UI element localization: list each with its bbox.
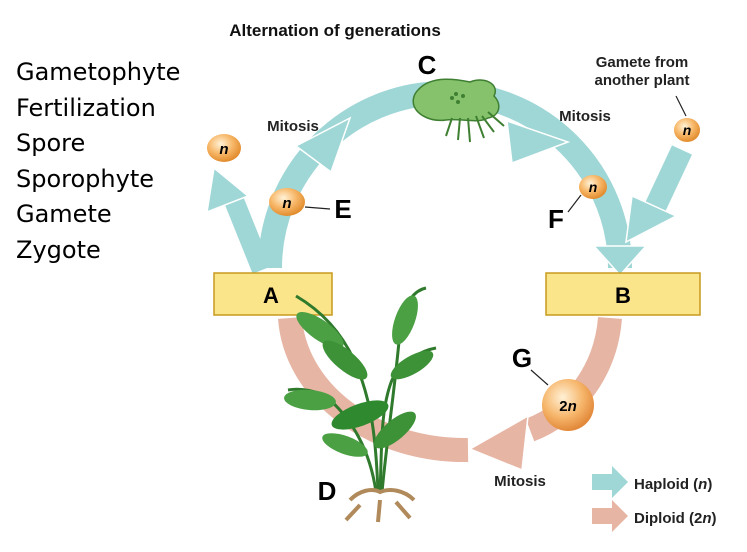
incoming-gamete-cell-label: n bbox=[683, 122, 692, 138]
legend-haploid-label: Haploid (n) bbox=[634, 476, 712, 493]
spore-cell: n bbox=[207, 134, 241, 162]
box-b-label: B bbox=[615, 283, 631, 308]
word-gamete: Gamete bbox=[16, 200, 112, 228]
leader-g bbox=[530, 369, 549, 386]
mitosis-label-right: Mitosis bbox=[559, 108, 611, 125]
gamete-from-line2: another plant bbox=[594, 72, 689, 89]
label-c: C bbox=[418, 50, 437, 80]
spore-branch-arrowhead bbox=[206, 166, 250, 214]
gamete-from-line1: Gamete from bbox=[596, 54, 689, 71]
label-f: F bbox=[548, 204, 564, 234]
legend-diploid-arrow bbox=[592, 500, 628, 532]
diagram-title: Alternation of generations bbox=[229, 21, 441, 40]
haploid-arc-arrow-right bbox=[506, 119, 571, 165]
spore-branch-arrow bbox=[223, 194, 272, 274]
mitosis-label-bottom: Mitosis bbox=[494, 473, 546, 490]
cell-f-label: n bbox=[589, 179, 598, 195]
label-g: G bbox=[512, 343, 532, 373]
leader-e bbox=[304, 206, 331, 210]
word-bank: Gametophyte Fertilization Spore Sporophy… bbox=[16, 55, 180, 268]
leader-f bbox=[567, 194, 582, 213]
diploid-arc-arrowhead bbox=[468, 414, 529, 472]
incoming-gamete-arrow bbox=[642, 145, 692, 219]
legend: Haploid (n) Diploid (2n) bbox=[592, 466, 717, 532]
legend-haploid-arrow bbox=[592, 466, 628, 498]
box-b: B bbox=[545, 272, 701, 316]
cell-f: n bbox=[579, 175, 607, 199]
label-e: E bbox=[334, 194, 351, 224]
gametophyte-illustration bbox=[412, 78, 505, 143]
leader-gamete bbox=[675, 95, 687, 117]
zygote-cell: 2n bbox=[542, 379, 594, 431]
zygote-cell-label: 2n bbox=[559, 398, 577, 415]
mitosis-label-left: Mitosis bbox=[267, 118, 319, 135]
haploid-arc-arrow-b bbox=[592, 245, 648, 277]
spore-cell-label: n bbox=[219, 141, 228, 158]
box-a-label: A bbox=[263, 283, 279, 308]
word-fertilization: Fertilization bbox=[16, 93, 156, 122]
cell-e: n bbox=[269, 188, 305, 216]
incoming-gamete-cell: n bbox=[674, 118, 700, 142]
word-sporophyte: Sporophyte bbox=[16, 164, 154, 193]
label-d: D bbox=[318, 476, 337, 506]
cell-e-label: n bbox=[282, 195, 291, 212]
word-spore: Spore bbox=[16, 129, 86, 157]
word-gametophyte: Gametophyte bbox=[16, 58, 181, 86]
haploid-arc-arrow-left bbox=[294, 116, 352, 174]
word-zygote: Zygote bbox=[16, 235, 101, 264]
legend-diploid-label: Diploid (2n) bbox=[634, 510, 717, 527]
fern-illustration bbox=[284, 286, 437, 523]
incoming-gamete-arrowhead bbox=[625, 194, 678, 244]
